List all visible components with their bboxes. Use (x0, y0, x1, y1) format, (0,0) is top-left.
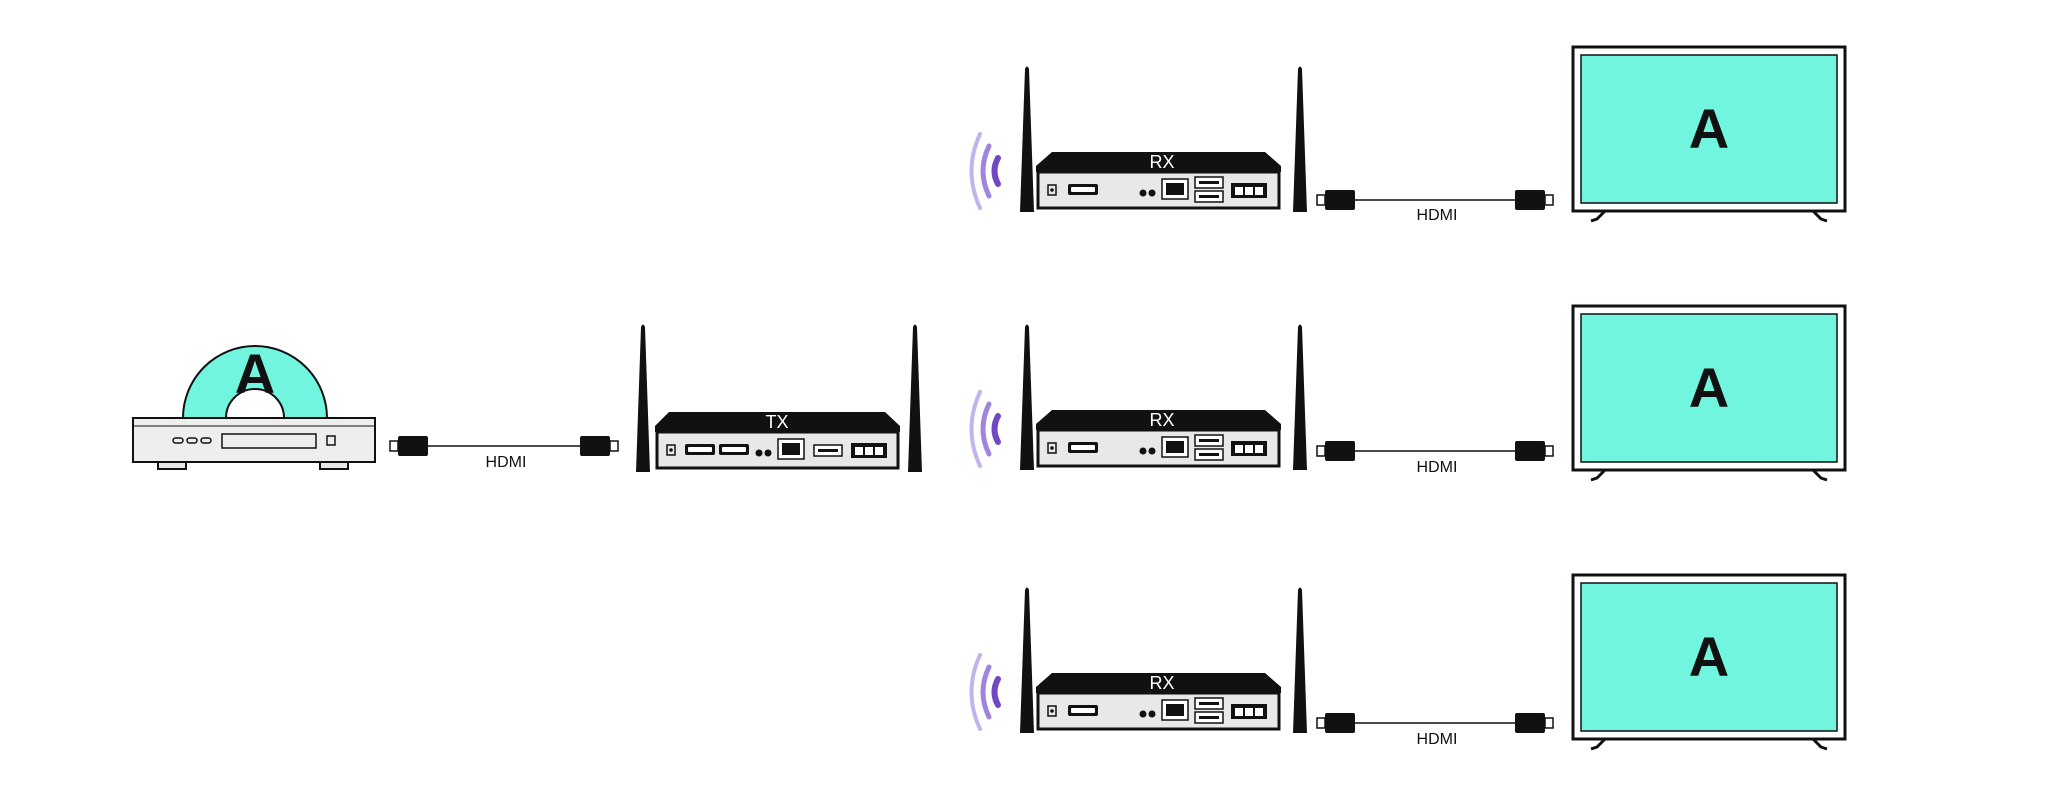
receiver: RX (969, 324, 1307, 470)
tv-screen (1580, 582, 1838, 732)
device-label: RX (1149, 673, 1174, 693)
terminal-block (851, 443, 887, 458)
device-top (1036, 152, 1281, 172)
ethernet-port-icon (1161, 436, 1189, 458)
antenna-icon (636, 324, 650, 472)
tv-stand (1590, 737, 1607, 751)
antenna-icon (1020, 66, 1034, 212)
device-label: RX (1149, 152, 1174, 172)
wifi-signal-icon (969, 653, 1001, 731)
usb-port-icon (1194, 434, 1224, 461)
cable-label: HDMI (1417, 459, 1458, 476)
player-button (186, 437, 198, 444)
antenna-icon (1293, 66, 1307, 212)
hdmi-port-icon (1068, 442, 1098, 453)
hdmi-cable-rx2: HDMI (1316, 441, 1554, 476)
hdmi-plug-icon (580, 436, 619, 456)
receiver: RX (969, 587, 1307, 733)
device-label: TX (765, 412, 788, 432)
tv-stand (1590, 468, 1607, 482)
disc-icon: A (181, 342, 329, 419)
screen-letter: A (1689, 356, 1729, 419)
audio-port (1139, 189, 1147, 197)
player-button (172, 437, 184, 444)
dc-power-port (1047, 705, 1057, 717)
player-button (200, 437, 212, 444)
hdmi-cable-rx1: HDMI (1316, 190, 1554, 224)
hdmi-port-icon (685, 444, 715, 455)
usb-port-icon (813, 444, 843, 457)
terminal-block (1231, 441, 1267, 456)
terminal-block (1231, 183, 1267, 198)
audio-port (755, 449, 763, 457)
cable-label: HDMI (486, 454, 527, 471)
audio-port (1139, 447, 1147, 455)
screen-letter: A (1689, 97, 1729, 160)
hdmi-plug-icon (1515, 190, 1554, 210)
dc-power-port (666, 444, 676, 456)
antenna-icon (1020, 587, 1034, 733)
receiver: RX (969, 66, 1307, 212)
player-body (132, 417, 376, 463)
screen-letter: A (1689, 625, 1729, 688)
device-top (655, 412, 900, 432)
tv-stand (1811, 468, 1828, 482)
hdmi-plug-icon (1316, 190, 1355, 210)
hdmi-plug-icon (389, 436, 428, 456)
tv-screen (1580, 54, 1838, 204)
antenna-icon (1020, 324, 1034, 470)
dc-power-port (1047, 184, 1057, 196)
audio-port (1148, 189, 1156, 197)
antenna-icon (1293, 324, 1307, 470)
audio-port (1139, 710, 1147, 718)
hdmi-plug-icon (1316, 713, 1355, 733)
cable-label: HDMI (1417, 731, 1458, 748)
dc-power-port (1047, 442, 1057, 454)
audio-port (764, 449, 772, 457)
hdmi-cable-rx3: HDMI (1316, 713, 1554, 748)
audio-port (1148, 710, 1156, 718)
tv-stand (1590, 209, 1607, 223)
hdmi-plug-icon (1515, 713, 1554, 733)
tv-screen (1580, 313, 1838, 463)
cable-label: HDMI (1417, 207, 1458, 224)
terminal-block (1231, 704, 1267, 719)
tv-stand (1811, 209, 1828, 223)
tv-stand (1811, 737, 1828, 751)
hdmi-port-icon (1068, 184, 1098, 195)
dvd-player: A (132, 342, 376, 470)
disc-tray (221, 433, 317, 449)
tv-icon: A (1571, 45, 1847, 223)
wifi-signal-icon (969, 390, 1001, 468)
device-top (1036, 410, 1281, 430)
hdmi-plug-icon (1316, 441, 1355, 461)
ethernet-port-icon (1161, 178, 1189, 200)
audio-port (1148, 447, 1156, 455)
antenna-icon (1293, 587, 1307, 733)
tv-icon: A (1571, 304, 1847, 482)
antenna-icon (908, 324, 922, 472)
hdmi-port-icon (719, 444, 749, 455)
device-label: RX (1149, 410, 1174, 430)
device-top (1036, 673, 1281, 693)
transmitter: TX (636, 324, 922, 472)
ethernet-port-icon (777, 438, 805, 460)
hdmi-cable-source: HDMI (389, 436, 619, 471)
hdmi-port-icon (1068, 705, 1098, 716)
usb-port-icon (1194, 176, 1224, 203)
usb-port-icon (1194, 697, 1224, 724)
ethernet-port-icon (1161, 699, 1189, 721)
disc-letter: A (235, 342, 275, 405)
hdmi-plug-icon (1515, 441, 1554, 461)
wifi-signal-icon (969, 132, 1001, 210)
tv-icon: A (1571, 573, 1847, 751)
power-button (326, 435, 336, 446)
